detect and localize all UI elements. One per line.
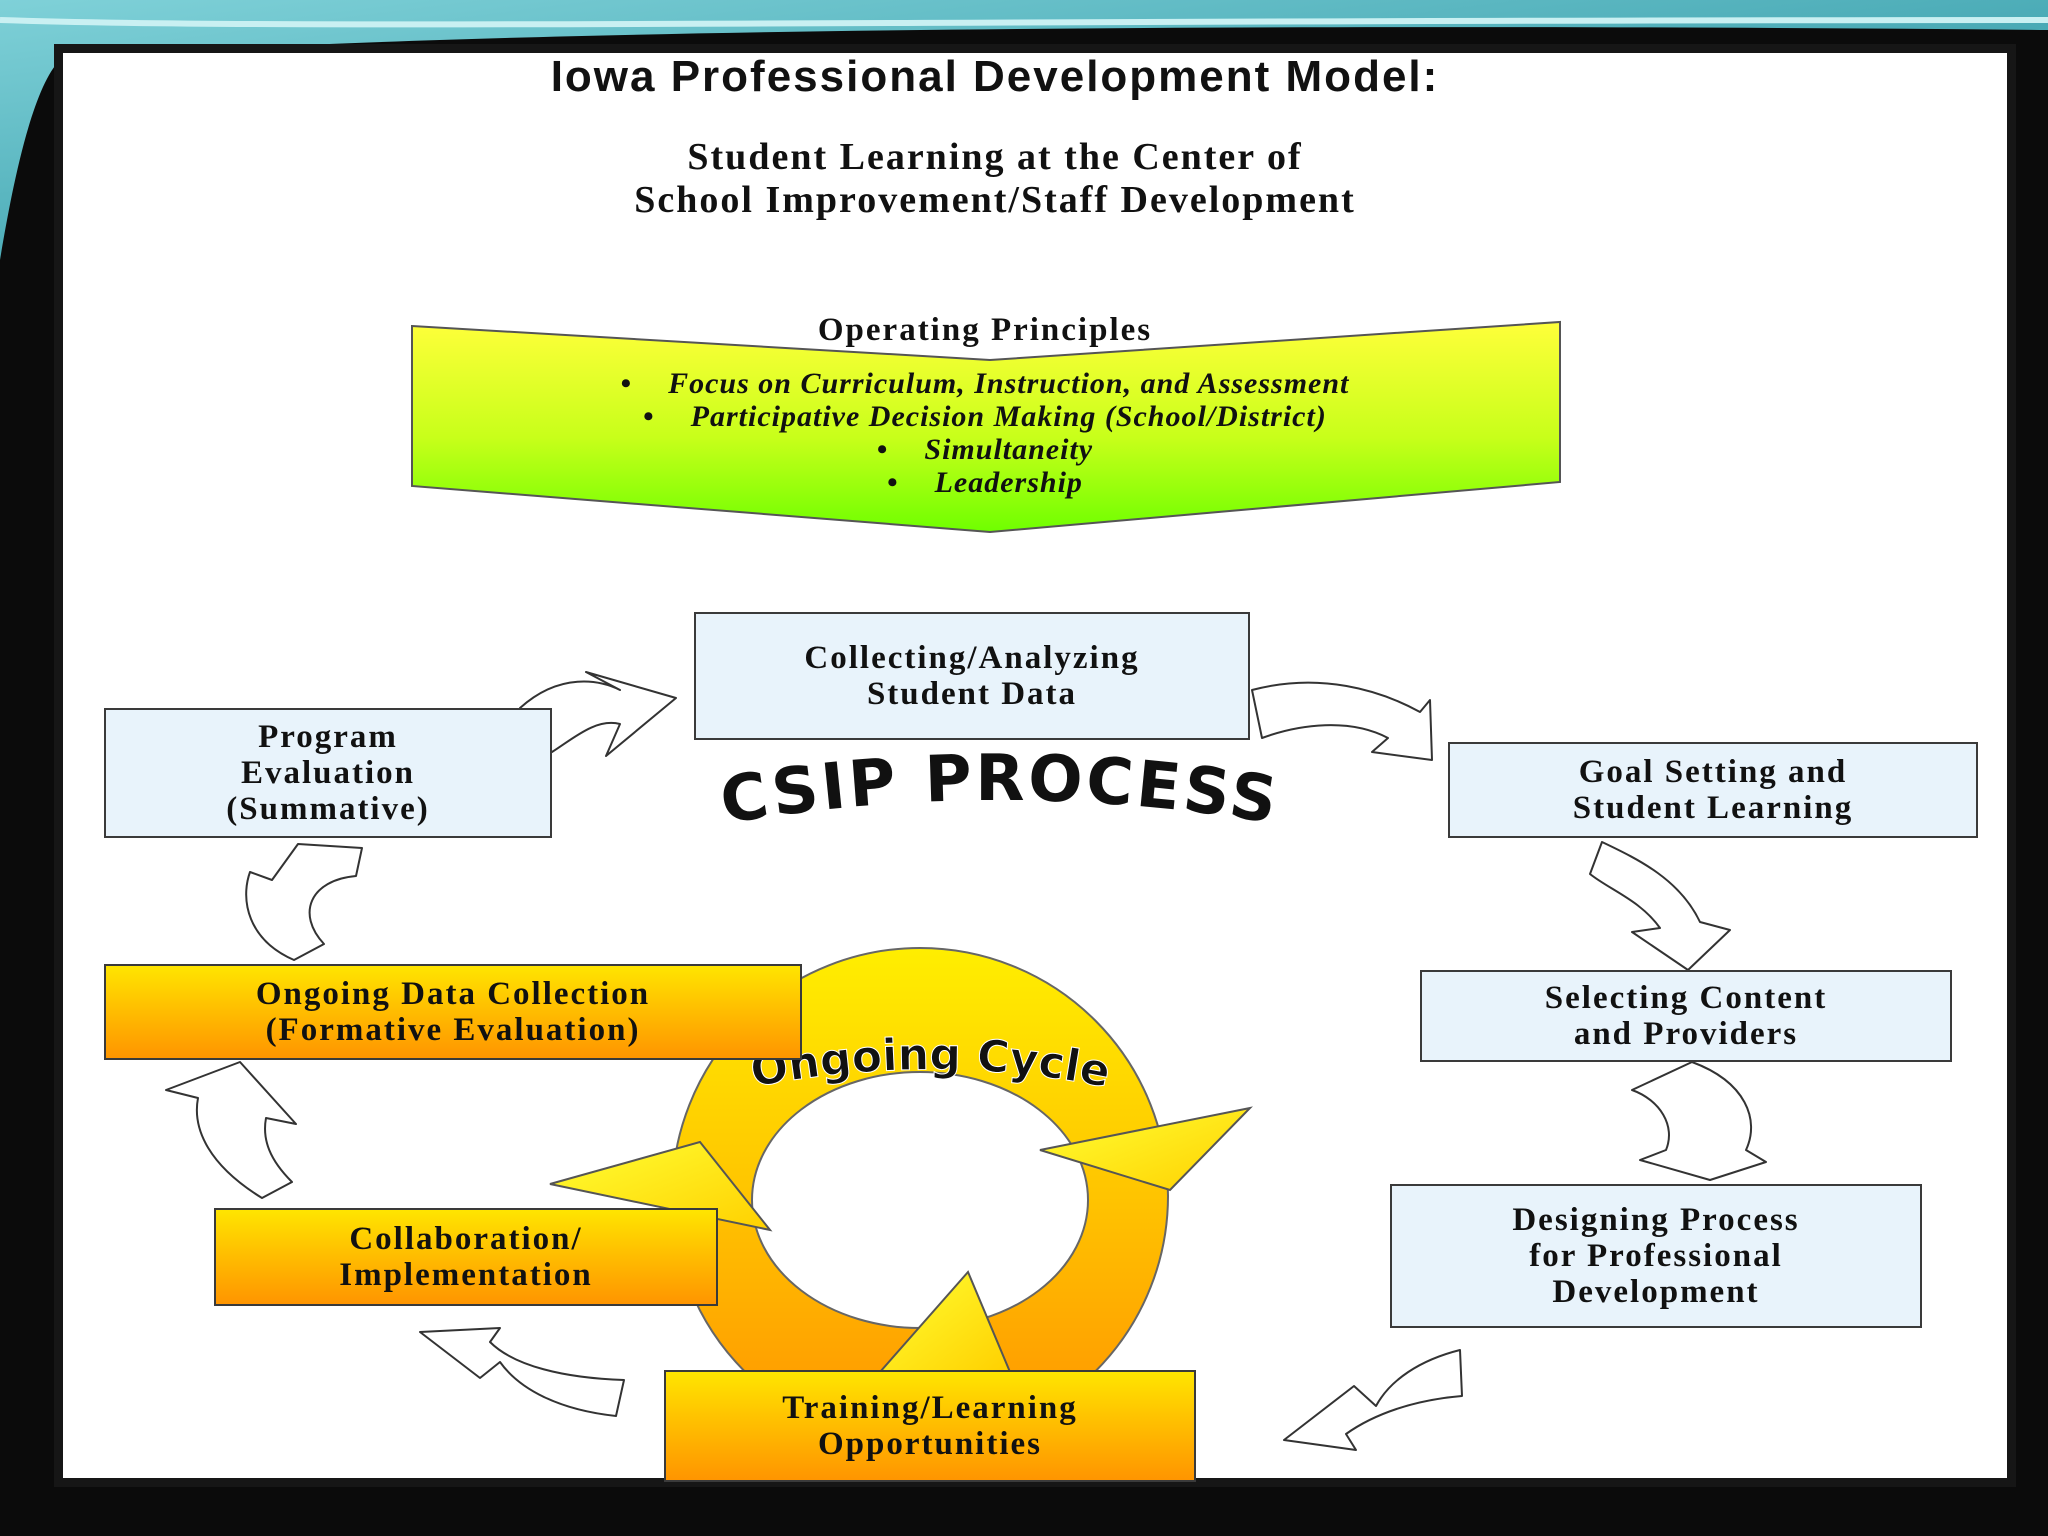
page-title: Iowa Professional Development Model: bbox=[550, 52, 1440, 101]
arrow-to-collaboration bbox=[419, 1327, 625, 1417]
operating-principles: Operating Principles •Focus on Curriculu… bbox=[410, 312, 1560, 499]
arrow-to-selecting bbox=[1589, 841, 1731, 971]
page-subtitle: Student Learning at the Center of School… bbox=[0, 136, 1990, 222]
cycle-arrow-1 bbox=[1039, 1106, 1253, 1192]
subtitle-line-1: Student Learning at the Center of bbox=[687, 136, 1303, 178]
bullet-icon: • bbox=[887, 466, 899, 499]
bullet-icon: • bbox=[876, 433, 889, 466]
bullet-icon: • bbox=[620, 367, 633, 400]
step-selecting-content: Selecting Content and Providers bbox=[1420, 970, 1952, 1062]
arrow-to-training bbox=[1283, 1349, 1463, 1451]
principles-list: •Focus on Curriculum, Instruction, and A… bbox=[410, 367, 1560, 499]
bullet-icon: • bbox=[643, 400, 655, 433]
principle-item: •Focus on Curriculum, Instruction, and A… bbox=[620, 367, 1350, 400]
arrow-to-designing bbox=[1631, 1061, 1767, 1181]
step-collecting-data: Collecting/Analyzing Student Data bbox=[694, 612, 1250, 740]
subtitle-line-2: School Improvement/Staff Development bbox=[634, 179, 1356, 221]
principles-chevron bbox=[411, 320, 1561, 534]
step-goal-setting: Goal Setting and Student Learning bbox=[1448, 742, 1978, 838]
arrow-to-program-eval bbox=[245, 843, 363, 961]
csip-process-label: CSIP PROCESS bbox=[715, 742, 1284, 839]
step-training-learning: Training/Learning Opportunities bbox=[664, 1370, 1196, 1482]
step-collaboration: Collaboration/ Implementation bbox=[214, 1208, 718, 1306]
step-program-evaluation: Program Evaluation (Summative) bbox=[104, 708, 552, 838]
principle-item: •Simultaneity bbox=[876, 433, 1094, 466]
arrow-to-goal bbox=[1251, 681, 1433, 761]
step-designing-process: Designing Process for Professional Devel… bbox=[1390, 1184, 1922, 1328]
arrow-to-collecting bbox=[519, 671, 677, 757]
arrow-to-ongoing-data bbox=[165, 1061, 297, 1199]
step-ongoing-data-collection: Ongoing Data Collection (Formative Evalu… bbox=[104, 964, 802, 1060]
principle-item: •Leadership bbox=[887, 466, 1083, 499]
principles-title: Operating Principles bbox=[817, 312, 1153, 348]
principle-item: •Participative Decision Making (School/D… bbox=[643, 400, 1327, 433]
